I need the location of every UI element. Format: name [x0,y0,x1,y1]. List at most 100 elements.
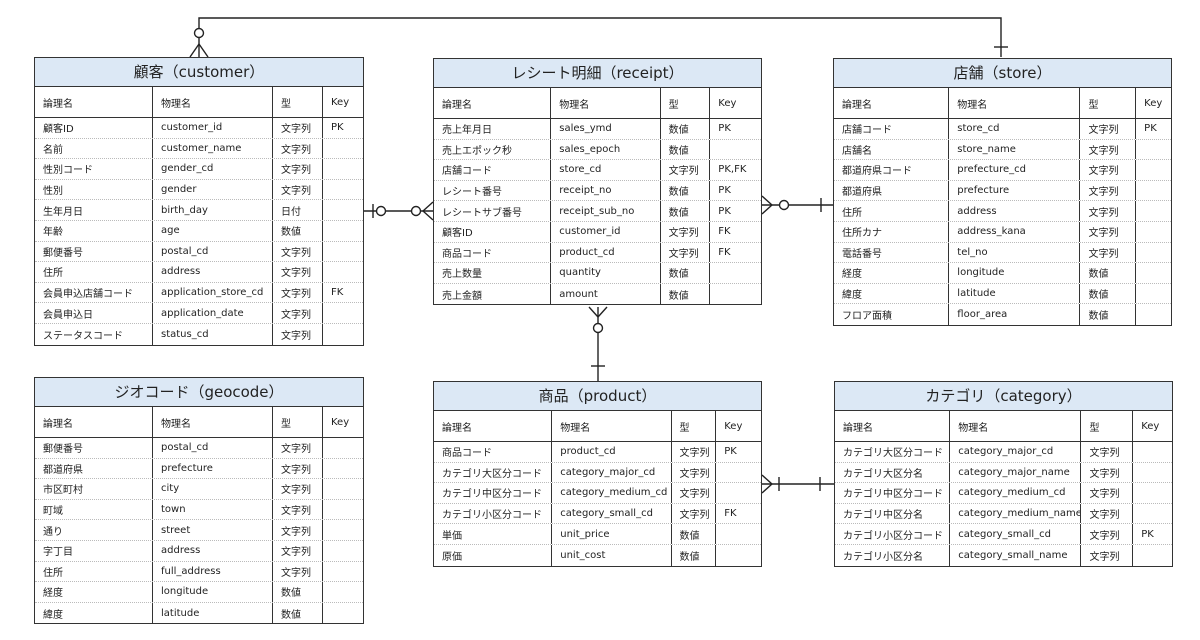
field-type: 日付 [273,200,323,220]
column-header-type: 型 [273,87,323,117]
field-type: 文字列 [273,438,323,458]
field-logical: カテゴリ小区分コード [434,503,553,524]
field-physical: receipt_sub_no [551,201,661,221]
column-header-key: Key [331,416,350,428]
field-logical: 店舗名 [834,139,950,160]
column-header-logical: 論理名 [434,411,553,441]
column-header-logical: 論理名 [434,88,552,118]
field-key [710,284,761,305]
field-key: FK [724,508,737,520]
field-type: 文字列 [1080,221,1137,242]
column-header-key: Key [724,420,743,432]
field-key [323,500,363,520]
field-type: 文字列 [1081,544,1134,566]
field-logical: 緯度 [834,283,950,304]
field-logical: カテゴリ小区分名 [835,544,951,566]
field-type: 文字列 [1081,524,1134,544]
field-logical: カテゴリ大区分コード [434,462,553,483]
field-physical: address_kana [949,221,1081,242]
field-physical: category_small_cd [950,524,1082,544]
field-physical: store_name [949,139,1081,160]
field-physical: prefecture [949,180,1081,201]
field-physical: category_major_name [950,462,1082,483]
field-physical: category_small_name [950,544,1082,566]
field-logical: レシートサブ番号 [434,201,552,221]
field-type: 数値 [1080,283,1137,304]
field-logical: 性別コード [35,159,153,179]
field-logical: 市区町村 [35,479,153,499]
field-logical: 売上金額 [434,283,552,305]
field-logical: 住所 [834,201,950,221]
field-physical: longitude [153,582,273,602]
column-header-row: 論理名物理名型 Key [35,407,363,438]
field-logical: 店舗コード [834,119,950,139]
field-physical: store_cd [949,119,1081,139]
relationship-store-customer [189,17,1008,58]
field-logical: 郵便番号 [35,241,153,262]
field-type: 数値 [661,139,711,160]
field-type: 文字列 [273,323,323,345]
column-header-type: 型 [1080,88,1137,118]
field-logical: 経度 [834,263,950,283]
field-physical: tel_no [949,242,1081,263]
field-type: 文字列 [661,160,711,180]
field-logical: カテゴリ中区分コード [835,483,951,503]
field-type: 数値 [661,283,711,305]
field-logical: 店舗コード [434,160,552,180]
field-physical: product_cd [552,442,672,462]
field-logical: カテゴリ中区分コード [434,483,553,503]
field-type: 文字列 [273,479,323,499]
field-key: PK,FK [718,164,747,176]
field-logical: 経度 [35,582,153,602]
field-logical: カテゴリ大区分コード [835,442,951,462]
relationship-customer-receipt [364,201,434,221]
field-physical: status_cd [153,323,273,345]
field-physical: latitude [949,283,1081,304]
field-logical: 原価 [434,544,553,566]
field-logical: 商品コード [434,242,552,263]
column-header-physical: 物理名 [153,407,273,437]
field-type: 文字列 [1081,483,1134,503]
field-type: 文字列 [273,520,323,540]
column-header-logical: 論理名 [35,407,153,437]
column-header-type: 型 [273,407,323,437]
field-key: PK [718,123,731,135]
field-key [323,324,363,345]
field-type: 数値 [273,602,323,624]
relationship-product-category [761,474,834,494]
entity-title: カテゴリ（category） [835,382,1172,411]
field-logical: 住所 [35,561,153,582]
field-logical: 都道府県 [35,458,153,479]
field-key [323,541,363,561]
field-logical: 顧客ID [434,221,552,242]
column-header-type: 型 [1081,411,1134,441]
field-logical: 町域 [35,499,153,520]
field-physical: category_medium_cd [950,483,1082,503]
field-logical: 名前 [35,138,153,159]
field-key [1136,140,1171,160]
field-key: PK [718,185,731,197]
column-header-type: 型 [672,411,717,441]
